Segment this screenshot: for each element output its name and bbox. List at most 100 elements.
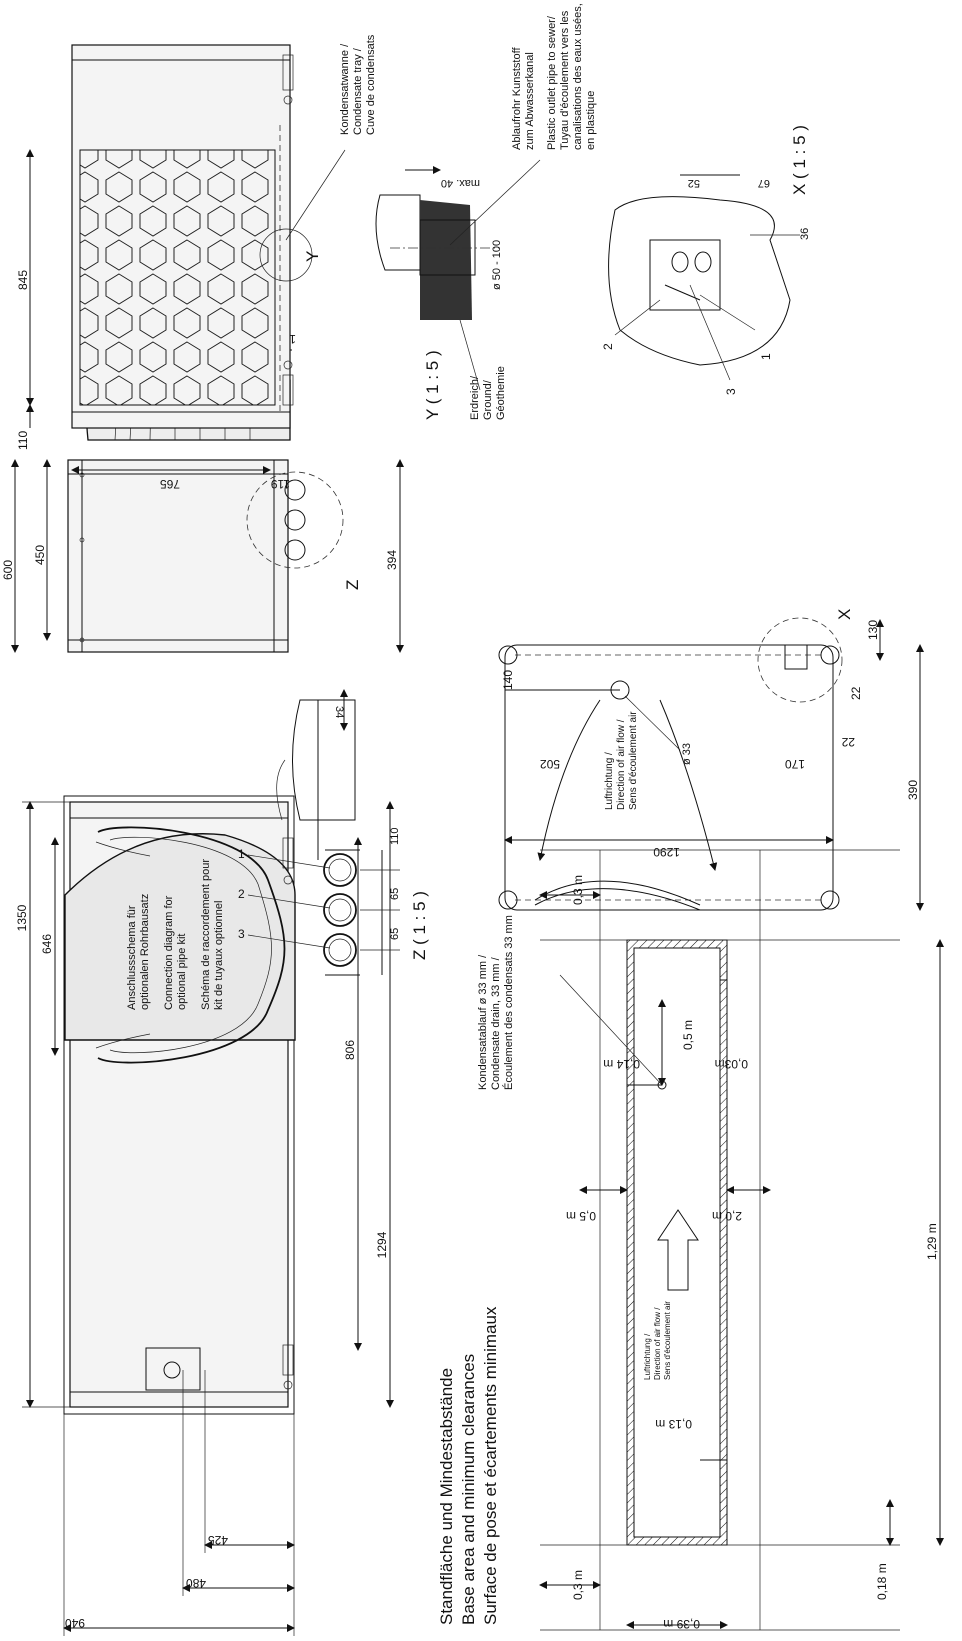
- view-y-label: Y ( 1 : 5 ): [423, 350, 442, 420]
- plan-view: X 1290 170 22 22 130 390 140 502 ø 33 Lu…: [498, 609, 924, 911]
- rear-view: Y 845 110 765 119 Kondensatwanne / Conde…: [16, 34, 377, 491]
- rear-heat-exchanger-grid: [79, 149, 276, 406]
- dim-600: 600: [1, 560, 15, 580]
- dim-1290: 1290: [653, 845, 680, 859]
- clear-0-5-left: 0,5 m: [566, 1209, 596, 1223]
- clear-0-18: 0,18 m: [875, 1563, 889, 1600]
- pipe-label-5: canalisations des eaux usées,: [572, 3, 584, 150]
- dim-36: 36: [799, 228, 811, 240]
- drain-label-3: Écoulement des condensats 33 mm: [502, 915, 515, 1090]
- clear-0-03: 0,03m: [715, 1057, 748, 1071]
- front-view: 1350 646 806 1294 940 480 425: [15, 795, 394, 1636]
- clear-0-39: 0,39 m: [663, 1617, 700, 1631]
- clearance-title-en: Base area and minimum clearances: [459, 1354, 478, 1625]
- side-unit-body: [67, 459, 289, 653]
- detail-x: 2 1 3 52 67 36 X ( 1 : 5 ): [601, 125, 811, 395]
- view-x-label: X ( 1 : 5 ): [790, 125, 809, 195]
- dim-65-a: 65: [389, 888, 401, 900]
- clear-0-3-top: 0,3 m: [571, 875, 585, 905]
- connection-nozzle-1: [694, 251, 712, 273]
- dim-765: 765: [160, 477, 180, 491]
- dim-110-rear: 110: [16, 431, 30, 450]
- rear-detail-y-marker: Y: [303, 251, 322, 262]
- clearances: Standfläche und Mindestabstände Base are…: [437, 849, 944, 1631]
- tray-label-2: Condensate tray /: [352, 47, 364, 135]
- tray-label-1: Kondensatwanne /: [339, 43, 351, 135]
- dim-1294: 1294: [375, 1231, 389, 1258]
- tray-label-3: Cuve de condensats: [365, 34, 377, 135]
- clear-0-3-bottom: 0,3 m: [571, 1570, 585, 1600]
- dim-394: 394: [385, 550, 399, 570]
- clear-0-13: 0,13 m: [655, 1417, 692, 1431]
- clear-1-29: 1,29 m: [925, 1223, 939, 1260]
- conn-title-en: Connection diagram for: [163, 895, 175, 1010]
- pipe-connection-1: [323, 853, 357, 887]
- dim-806: 806: [343, 1040, 357, 1060]
- pipe-label-2: zum Abwasserkanal: [524, 52, 536, 150]
- ground-hatch: [420, 200, 472, 320]
- clearance-title-fr: Surface de pose et écartements minimaux: [481, 1306, 500, 1625]
- ground-label-1: Erdreich/: [469, 375, 481, 420]
- dim-130: 130: [866, 620, 880, 640]
- clearance-title-de: Standfläche und Mindestabstände: [437, 1368, 456, 1625]
- conn-callout-3: 3: [238, 927, 245, 941]
- drain-label-2: Condensate drain, 33 mm /: [490, 956, 502, 1090]
- dim-480: 480: [186, 1576, 206, 1590]
- dim-450: 450: [33, 545, 47, 565]
- dim-940: 940: [65, 1616, 85, 1630]
- detail-x-callout-1: 1: [759, 353, 773, 360]
- plan-airflow-1: Luftrichtung /: [604, 752, 615, 810]
- dim-1350: 1350: [15, 904, 29, 931]
- dim-34: 34: [333, 706, 345, 718]
- conn-callout-1: 1: [238, 847, 245, 861]
- dim-67: 67: [758, 177, 770, 189]
- conn-callout-2: 2: [238, 887, 245, 901]
- dim-502: 502: [540, 757, 560, 771]
- dim-646: 646: [40, 934, 54, 954]
- view-z-marker: Z: [343, 580, 362, 590]
- pipe-label-1: Ablaufrohr Kunststoff: [511, 47, 523, 150]
- clear-air-3: Sens d'écoulement air: [663, 1301, 672, 1380]
- ground-label-2: Ground/: [482, 379, 494, 420]
- conn-title-en2: optional pipe kit: [176, 934, 188, 1010]
- pipe-connection-2: [323, 893, 357, 927]
- detail-x-callout-3: 3: [724, 388, 738, 395]
- clear-2-0: 2,0 m: [712, 1209, 742, 1223]
- dim-65-b: 65: [389, 928, 401, 940]
- conn-title-de: Anschlussschema für: [126, 905, 138, 1010]
- outlet-pipe: [419, 219, 476, 276]
- dim-110: 110: [389, 827, 401, 845]
- plan-airflow-2: Direction of air flow /: [616, 719, 627, 810]
- pipe-label-6: en plastique: [585, 91, 597, 150]
- clear-air-1: Luftrichtung /: [643, 1333, 652, 1380]
- detail-y: max. 40 ø 50 - 100 Y ( 1 : 5 ) Ablaufroh…: [375, 3, 597, 420]
- dim-max-40: max. 40: [441, 177, 480, 189]
- clear-0-5-inner: 0,5 m: [681, 1020, 695, 1050]
- dim-22-b: 22: [841, 735, 855, 749]
- view-x-marker: X: [835, 609, 854, 620]
- dim-845: 845: [16, 270, 30, 290]
- dim-52: 52: [688, 177, 700, 189]
- dim-119: 119: [271, 477, 290, 491]
- view-z-label: Z ( 1 : 5 ): [410, 891, 429, 960]
- dim-425: 425: [208, 1533, 228, 1547]
- pipe-connection-3: [323, 933, 357, 967]
- pipe-label-3: Plastic outlet pipe to sewer/: [546, 15, 558, 150]
- dim-dia-33: ø 33: [681, 743, 693, 765]
- airflow-arrow: [657, 1209, 699, 1291]
- conn-title-fr2: kit de tuyaux optionnel: [213, 901, 225, 1010]
- drain-label-1: Kondensatablauf ø 33 mm /: [477, 954, 489, 1090]
- connection-nozzle-2: [671, 251, 689, 273]
- conn-title-fr: Schéma de raccordement pour: [200, 859, 212, 1010]
- dim-390: 390: [906, 780, 920, 800]
- plan-outline: [504, 644, 834, 911]
- detail-x-callout-2: 2: [601, 343, 615, 350]
- conn-title-de2: optionalen Rohrbausatz: [139, 894, 151, 1010]
- clear-0-14: 0,14 m: [603, 1057, 640, 1071]
- dim-22-a: 22: [849, 686, 863, 700]
- dim-140: 140: [501, 670, 515, 690]
- connection-detail-z: Anschlussschema für optionalen Rohrbausa…: [126, 689, 429, 1010]
- pipe-label-4: Tuyau d'écoulement vers les: [559, 10, 571, 150]
- dim-170: 170: [785, 757, 805, 771]
